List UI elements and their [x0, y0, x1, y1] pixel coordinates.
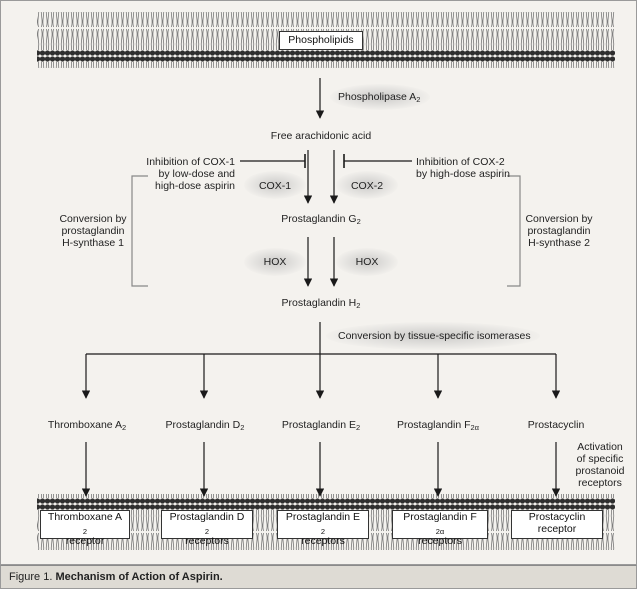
hox-right-label: HOX [355, 256, 379, 268]
product-thromboxane-a2: Thromboxane A2 [47, 419, 127, 432]
product-prostacyclin: Prostacyclin [527, 419, 585, 431]
hox-right-glow [336, 248, 398, 276]
prostaglandin-g2-label: Prostaglandin G2 [281, 213, 361, 226]
cox2-glow [336, 171, 398, 199]
inhibition-cox2-text: Inhibition of COX-2 by high-dose aspirin [416, 156, 510, 180]
prostaglandin-h2-label: Prostaglandin H2 [281, 297, 361, 310]
product-prostaglandin-d2: Prostaglandin D2 [165, 419, 245, 432]
pgs2-label: Conversion by prostaglandin H-synthase 2 [525, 213, 593, 249]
cox2-label: COX-2 [350, 180, 384, 192]
product-prostaglandin-f2a: Prostaglandin F2α [396, 419, 480, 432]
inhibition-cox1-text: Inhibition of COX-1 by low-dose and high… [146, 156, 235, 192]
caption-bar: Figure 1. Mechanism of Action of Aspirin… [0, 565, 637, 589]
hox-left-glow [244, 248, 306, 276]
product-prostaglandin-e2: Prostaglandin E2 [281, 419, 361, 432]
phospholipids-label: Phospholipids [288, 34, 354, 46]
pgs1-label: Conversion by prostaglandin H-synthase 1 [59, 213, 127, 249]
hox-left-label: HOX [263, 256, 287, 268]
caption-prefix: Figure 1. [9, 571, 53, 583]
activation-label: Activation of specific prostanoid recept… [575, 441, 625, 489]
caption-title: Mechanism of Action of Aspirin. [55, 571, 223, 583]
isomerases-glow [326, 322, 540, 350]
isomerases-label: Conversion by tissue-specific isomerases [338, 330, 531, 342]
figure-caption: Figure 1. Mechanism of Action of Aspirin… [9, 571, 223, 583]
receptor-prostacyclin: Prostacyclin receptor [511, 510, 603, 539]
phospholipase-glow [330, 84, 430, 110]
figure-frame [0, 0, 637, 565]
cox1-label: COX-1 [258, 180, 292, 192]
phospholipase-label: Phospholipase A2 [338, 91, 421, 104]
free-arachidonic-acid-label: Free arachidonic acid [270, 130, 372, 142]
pathway-diagram [37, 12, 615, 550]
cox1-glow [244, 171, 306, 199]
phospholipids-box: Phospholipids [279, 31, 363, 50]
